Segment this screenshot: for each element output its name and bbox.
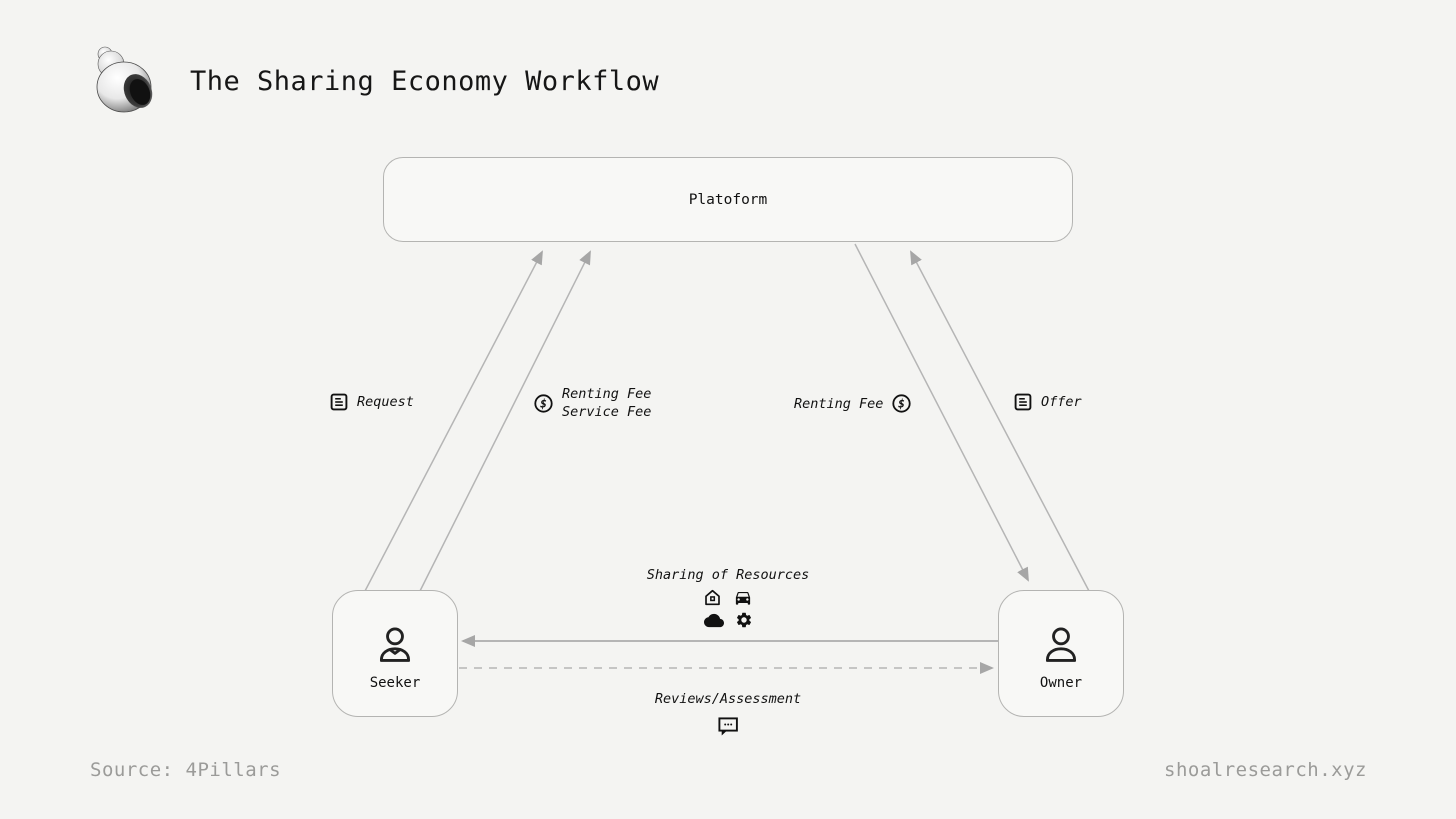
platform-node: Platoform	[383, 157, 1073, 242]
request-edge-label: Request	[330, 393, 414, 411]
request-label: Request	[357, 394, 414, 410]
site-link: shoalresearch.xyz	[1164, 759, 1367, 781]
document-list-icon	[330, 393, 348, 411]
sharing-label: Sharing of Resources	[646, 567, 810, 583]
dollar-circle-icon: $	[534, 393, 553, 413]
edge-fees-line	[419, 250, 591, 592]
service-fee-label: Service Fee	[562, 404, 652, 420]
owner-label: Owner	[1039, 675, 1083, 691]
edge-renting-fee-line	[854, 243, 1029, 582]
renting-fee-edge-label: Renting Fee $	[794, 394, 912, 413]
chat-bubble-icon	[717, 717, 739, 736]
fees-edge-label: $ Renting Fee Service Fee	[534, 385, 651, 421]
gear-icon	[735, 611, 753, 629]
cloud-icon	[703, 612, 724, 629]
platform-label: Platoform	[688, 191, 768, 208]
renting-fee-owner-label: Renting Fee	[794, 395, 884, 412]
edge-offer-line	[910, 250, 1090, 592]
svg-text:$: $	[898, 397, 905, 411]
sharing-resources-group: Sharing of Resources	[0, 567, 1456, 629]
offer-label: Offer	[1041, 394, 1082, 410]
car-icon	[733, 588, 753, 607]
reviews-label: Reviews/Assessment	[654, 691, 802, 707]
page-title: The Sharing Economy Workflow	[190, 66, 660, 97]
house-icon	[703, 588, 722, 607]
offer-edge-label: Offer	[1014, 393, 1082, 411]
reviews-group: Reviews/Assessment	[0, 691, 1456, 736]
person-icon	[372, 623, 418, 667]
svg-text:$: $	[540, 396, 547, 410]
source-credit: Source: 4Pillars	[90, 759, 282, 781]
renting-fee-label: Renting Fee	[562, 386, 652, 402]
person-icon	[1038, 623, 1084, 667]
seeker-node: Seeker	[332, 590, 458, 717]
edge-request-line	[364, 250, 543, 592]
seeker-label: Seeker	[369, 675, 421, 691]
dollar-circle-icon: $	[892, 394, 912, 413]
owner-node: Owner	[998, 590, 1124, 717]
document-list-icon	[1014, 393, 1032, 411]
snail-shell-logo	[88, 42, 164, 120]
